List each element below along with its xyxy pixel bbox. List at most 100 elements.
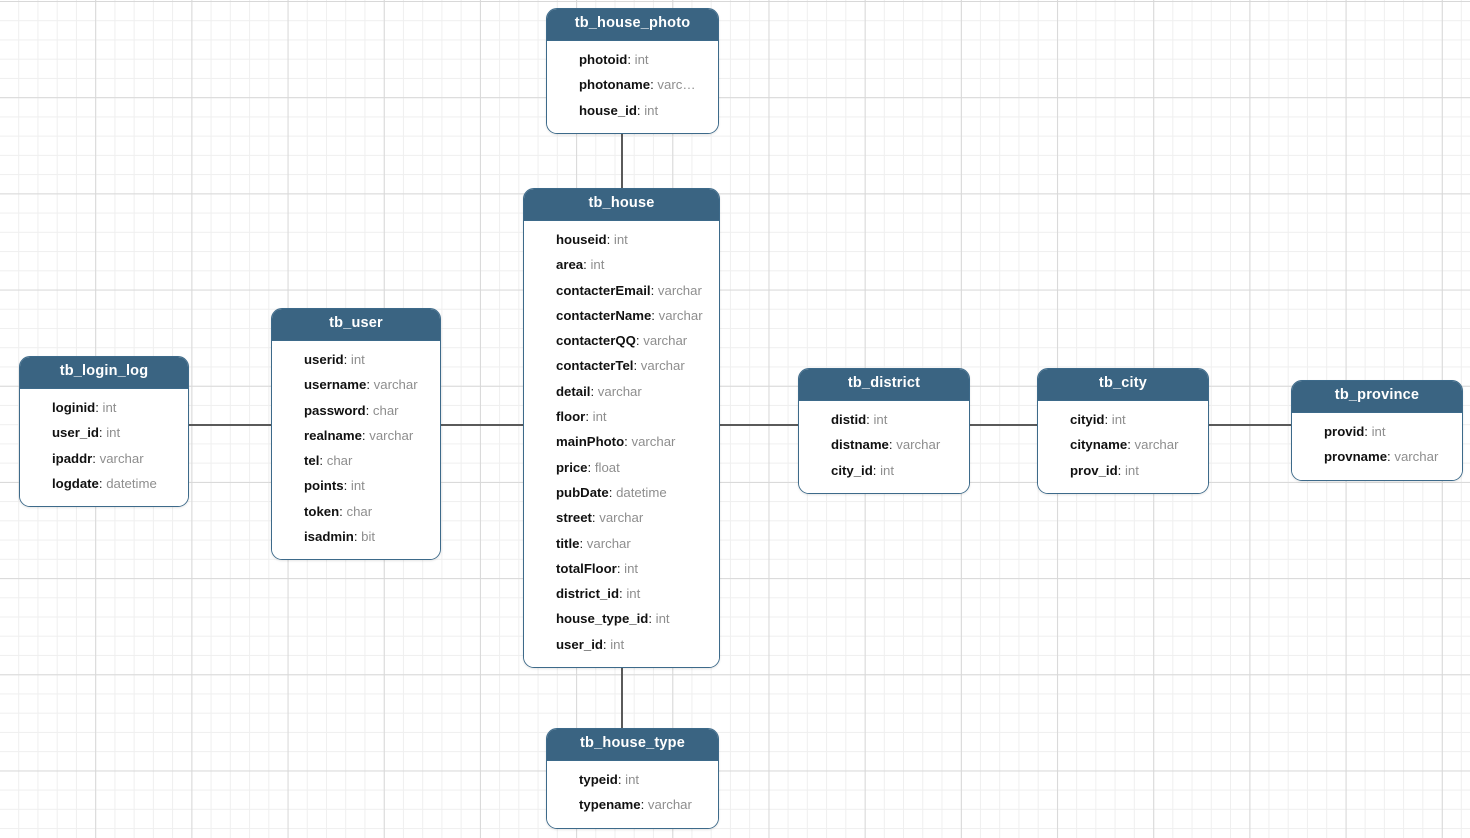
field-name: contacterName bbox=[556, 307, 652, 323]
field-row[interactable]: logdate: datetime bbox=[30, 471, 178, 496]
field-name: tel bbox=[304, 453, 320, 469]
field-name: area bbox=[556, 257, 584, 273]
field-name: totalFloor bbox=[556, 560, 617, 576]
relationship-line-tb_user-tb_house[interactable] bbox=[441, 424, 524, 426]
field-type: int bbox=[625, 771, 640, 787]
field-row[interactable]: mainPhoto: varchar bbox=[534, 429, 709, 454]
field-separator: : bbox=[606, 231, 614, 247]
field-name: typeid bbox=[579, 771, 618, 787]
field-type: varchar bbox=[896, 437, 941, 453]
field-row[interactable]: password: char bbox=[282, 398, 430, 423]
field-row[interactable]: typeid: int bbox=[557, 767, 708, 792]
field-row[interactable]: realname: varchar bbox=[282, 423, 430, 448]
entity-title-tb_district: tb_district bbox=[799, 369, 969, 401]
entity-title-tb_login_log: tb_login_log bbox=[20, 357, 188, 389]
field-row[interactable]: cityid: int bbox=[1048, 407, 1198, 432]
field-type: varchar bbox=[658, 307, 703, 323]
field-separator: : bbox=[640, 797, 648, 813]
field-row[interactable]: totalFloor: int bbox=[534, 556, 709, 581]
field-row[interactable]: contacterName: varchar bbox=[534, 303, 709, 328]
relationship-line-tb_house-tb_district[interactable] bbox=[719, 424, 799, 426]
field-row[interactable]: contacterTel: varchar bbox=[534, 353, 709, 378]
field-name: mainPhoto bbox=[556, 434, 625, 450]
field-separator: : bbox=[585, 409, 593, 425]
field-row[interactable]: token: char bbox=[282, 499, 430, 524]
field-row[interactable]: floor: int bbox=[534, 404, 709, 429]
relationship-line-tb_login_log-tb_user[interactable] bbox=[189, 424, 272, 426]
entity-title-tb_province: tb_province bbox=[1292, 381, 1462, 413]
field-separator: : bbox=[95, 399, 103, 415]
field-row[interactable]: loginid: int bbox=[30, 395, 178, 420]
relationship-line-tb_house-tb_house_type[interactable] bbox=[621, 664, 623, 728]
field-row[interactable]: ipaddr: varchar bbox=[30, 446, 178, 471]
field-row[interactable]: isadmin: bit bbox=[282, 524, 430, 549]
field-row[interactable]: cityname: varchar bbox=[1048, 432, 1198, 457]
field-row[interactable]: photoname: varc… bbox=[557, 72, 708, 97]
field-row[interactable]: distname: varchar bbox=[809, 432, 959, 457]
field-separator: : bbox=[591, 510, 600, 526]
field-row[interactable]: contacterEmail: varchar bbox=[534, 278, 709, 303]
field-type: int bbox=[613, 231, 628, 247]
field-row[interactable]: house_id: int bbox=[557, 98, 708, 123]
field-row[interactable]: provname: varchar bbox=[1302, 444, 1452, 469]
field-separator: : bbox=[617, 771, 626, 787]
field-name: city_id bbox=[831, 462, 873, 478]
field-separator: : bbox=[1117, 462, 1125, 478]
field-row[interactable]: city_id: int bbox=[809, 458, 959, 483]
field-name: distid bbox=[831, 411, 867, 427]
field-row[interactable]: user_id: int bbox=[534, 632, 709, 657]
field-row[interactable]: distid: int bbox=[809, 407, 959, 432]
field-row[interactable]: area: int bbox=[534, 252, 709, 277]
field-row[interactable]: houseid: int bbox=[534, 227, 709, 252]
field-separator: : bbox=[648, 611, 656, 627]
relationship-line-tb_city-tb_province[interactable] bbox=[1208, 424, 1292, 426]
field-separator: : bbox=[1127, 437, 1135, 453]
field-row[interactable]: userid: int bbox=[282, 347, 430, 372]
field-row[interactable]: provid: int bbox=[1302, 419, 1452, 444]
field-type: int bbox=[626, 586, 641, 602]
field-type: varchar bbox=[597, 383, 642, 399]
field-row[interactable]: district_id: int bbox=[534, 581, 709, 606]
field-row[interactable]: points: int bbox=[282, 473, 430, 498]
field-name: username bbox=[304, 377, 367, 393]
field-type: varchar bbox=[1394, 449, 1439, 465]
field-separator: : bbox=[353, 529, 362, 545]
field-separator: : bbox=[866, 411, 874, 427]
field-separator: : bbox=[1387, 449, 1395, 465]
field-row[interactable]: tel: char bbox=[282, 448, 430, 473]
field-row[interactable]: contacterQQ: varchar bbox=[534, 328, 709, 353]
field-separator: : bbox=[888, 437, 897, 453]
field-row[interactable]: photoid: int bbox=[557, 47, 708, 72]
field-row[interactable]: price: float bbox=[534, 455, 709, 480]
field-row[interactable]: pubDate: datetime bbox=[534, 480, 709, 505]
field-type: int bbox=[1111, 411, 1126, 427]
field-type: datetime bbox=[616, 484, 667, 500]
field-type: varc… bbox=[657, 77, 696, 93]
field-type: varchar bbox=[586, 535, 631, 551]
entity-title-tb_house: tb_house bbox=[524, 189, 719, 221]
field-row[interactable]: house_type_id: int bbox=[534, 606, 709, 631]
field-row[interactable]: prov_id: int bbox=[1048, 458, 1198, 483]
relationship-line-tb_house-tb_house_photo[interactable] bbox=[621, 131, 623, 188]
field-row[interactable]: title: varchar bbox=[534, 531, 709, 556]
relationship-line-tb_district-tb_city[interactable] bbox=[969, 424, 1038, 426]
field-name: provid bbox=[1324, 423, 1365, 439]
field-row[interactable]: typename: varchar bbox=[557, 792, 708, 817]
field-separator: : bbox=[366, 377, 374, 393]
field-row[interactable]: street: varchar bbox=[534, 505, 709, 530]
field-separator: : bbox=[616, 560, 625, 576]
entity-title-tb_user: tb_user bbox=[272, 309, 440, 341]
field-type: int bbox=[873, 411, 888, 427]
field-row[interactable]: username: varchar bbox=[282, 372, 430, 397]
field-row[interactable]: detail: varchar bbox=[534, 379, 709, 404]
field-row[interactable]: user_id: int bbox=[30, 420, 178, 445]
